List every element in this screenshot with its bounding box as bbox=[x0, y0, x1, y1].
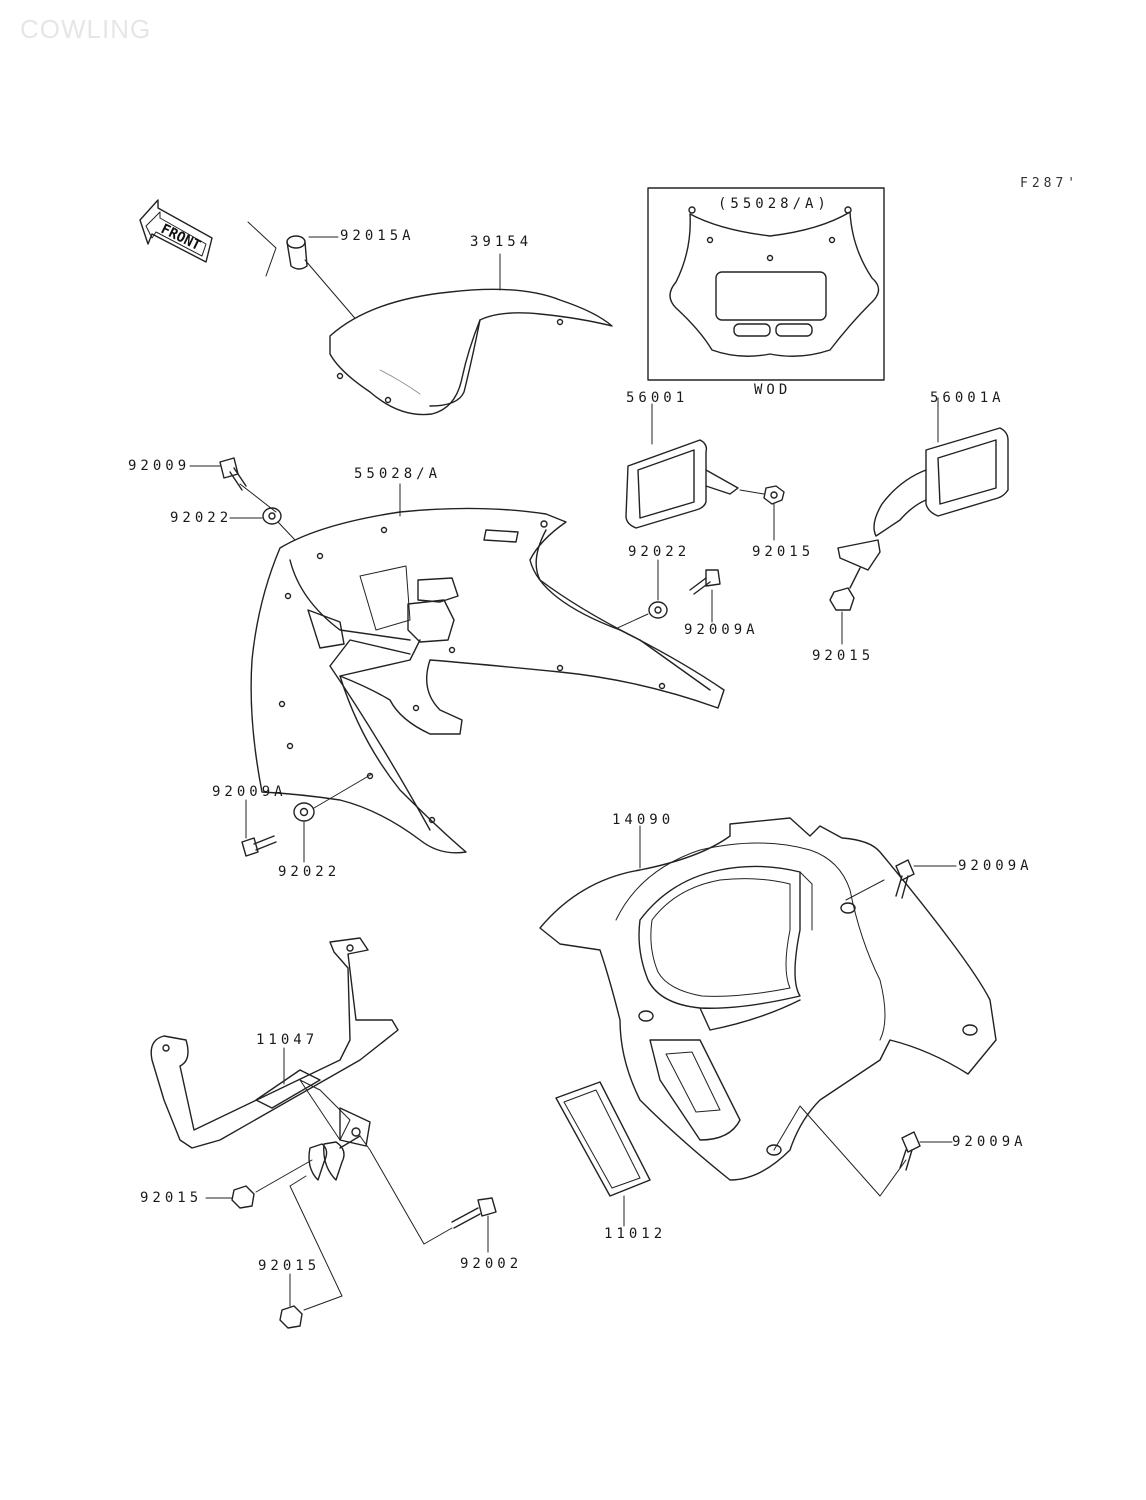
stay-11047 bbox=[150, 937, 399, 1181]
label-92015-mirror: 92015 bbox=[752, 544, 815, 560]
label-92015a: 92015A bbox=[340, 228, 415, 244]
label-92015-stay: 92015 bbox=[140, 1190, 203, 1206]
mirror-56001a bbox=[829, 397, 1009, 645]
watermark-title: COWLING bbox=[20, 14, 152, 44]
nut-92015-bottom bbox=[279, 1175, 343, 1329]
variant-box-title: (55028/A) bbox=[718, 196, 830, 212]
bolt-92009a-left bbox=[241, 799, 277, 857]
washer-92022-lower bbox=[293, 773, 373, 863]
nut-92015-stay bbox=[205, 1159, 313, 1209]
front-arrow-icon: FRONT bbox=[139, 199, 213, 263]
windshield-marker bbox=[247, 221, 277, 277]
bolt-92009a-mid bbox=[689, 569, 721, 623]
label-11047: 11047 bbox=[256, 1032, 319, 1048]
label-92015-bottom: 92015 bbox=[258, 1258, 321, 1274]
label-92009a-right-bottom: 92009A bbox=[952, 1134, 1027, 1150]
windshield-39154 bbox=[329, 253, 613, 416]
label-92009a-mid: 92009A bbox=[684, 622, 759, 638]
upper-cowl-55028a bbox=[250, 483, 725, 854]
variant-box-caption: WOD bbox=[754, 382, 792, 398]
bolt-92009a-right-bottom bbox=[773, 1105, 953, 1197]
bolt-92009a-right-top bbox=[845, 859, 957, 901]
label-11012: 11012 bbox=[604, 1226, 667, 1242]
label-92009a-left: 92009A bbox=[212, 784, 287, 800]
bolt-92002 bbox=[359, 1135, 497, 1253]
label-92022-upper: 92022 bbox=[170, 510, 233, 526]
label-14090: 14090 bbox=[612, 812, 675, 828]
label-92009-left: 92009 bbox=[128, 458, 191, 474]
inner-cowl-14090 bbox=[539, 817, 997, 1181]
grommet-92015a bbox=[286, 235, 366, 331]
label-55028a: 55028/A bbox=[354, 466, 442, 482]
pad-11012 bbox=[555, 1081, 651, 1227]
label-92022-lower: 92022 bbox=[278, 864, 341, 880]
bolt-92009-left bbox=[189, 457, 277, 513]
label-39154: 39154 bbox=[470, 234, 533, 250]
figure-id: F287' bbox=[1020, 176, 1080, 191]
label-92009a-right-top: 92009A bbox=[958, 858, 1033, 874]
label-56001a: 56001A bbox=[930, 390, 1005, 406]
label-92015-right: 92015 bbox=[812, 648, 875, 664]
label-92022-mid: 92022 bbox=[628, 544, 691, 560]
variant-box bbox=[647, 187, 885, 381]
mirror-56001 bbox=[625, 403, 785, 541]
label-92002: 92002 bbox=[460, 1256, 523, 1272]
label-56001: 56001 bbox=[626, 390, 689, 406]
